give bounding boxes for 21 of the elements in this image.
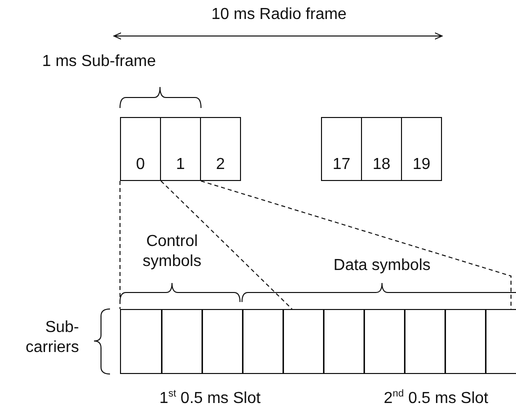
subframe-number: 19 <box>412 156 430 174</box>
subframe-number: 17 <box>332 156 350 174</box>
resource-grid <box>120 309 516 374</box>
subframe-number: 2 <box>216 156 225 174</box>
dimension-label: 10 ms Radio frame <box>210 5 348 25</box>
brace-label: Data symbols <box>332 256 432 276</box>
subframe-number: 18 <box>372 156 390 174</box>
subframe-cell <box>321 117 362 181</box>
brace-label: Control symbols <box>142 232 202 272</box>
subframe-cell <box>401 117 442 181</box>
subframe-cell <box>160 117 201 181</box>
subframe-cell <box>200 117 241 181</box>
subframe-number: 1 <box>176 156 185 174</box>
slot-label: 1$^{st}$ 0.5 ms Slot <box>158 389 262 409</box>
brace-label: Sub- carriers <box>24 318 79 358</box>
subframe-number: 0 <box>136 156 145 174</box>
slot-label: 2$^{nd}$ 0.5 ms Slot <box>382 389 490 409</box>
subframe-cell <box>361 117 402 181</box>
brace-label: 1 ms Sub-frame <box>41 52 157 72</box>
dashed-projection-line <box>160 180 292 310</box>
subframe-cell <box>120 117 161 181</box>
